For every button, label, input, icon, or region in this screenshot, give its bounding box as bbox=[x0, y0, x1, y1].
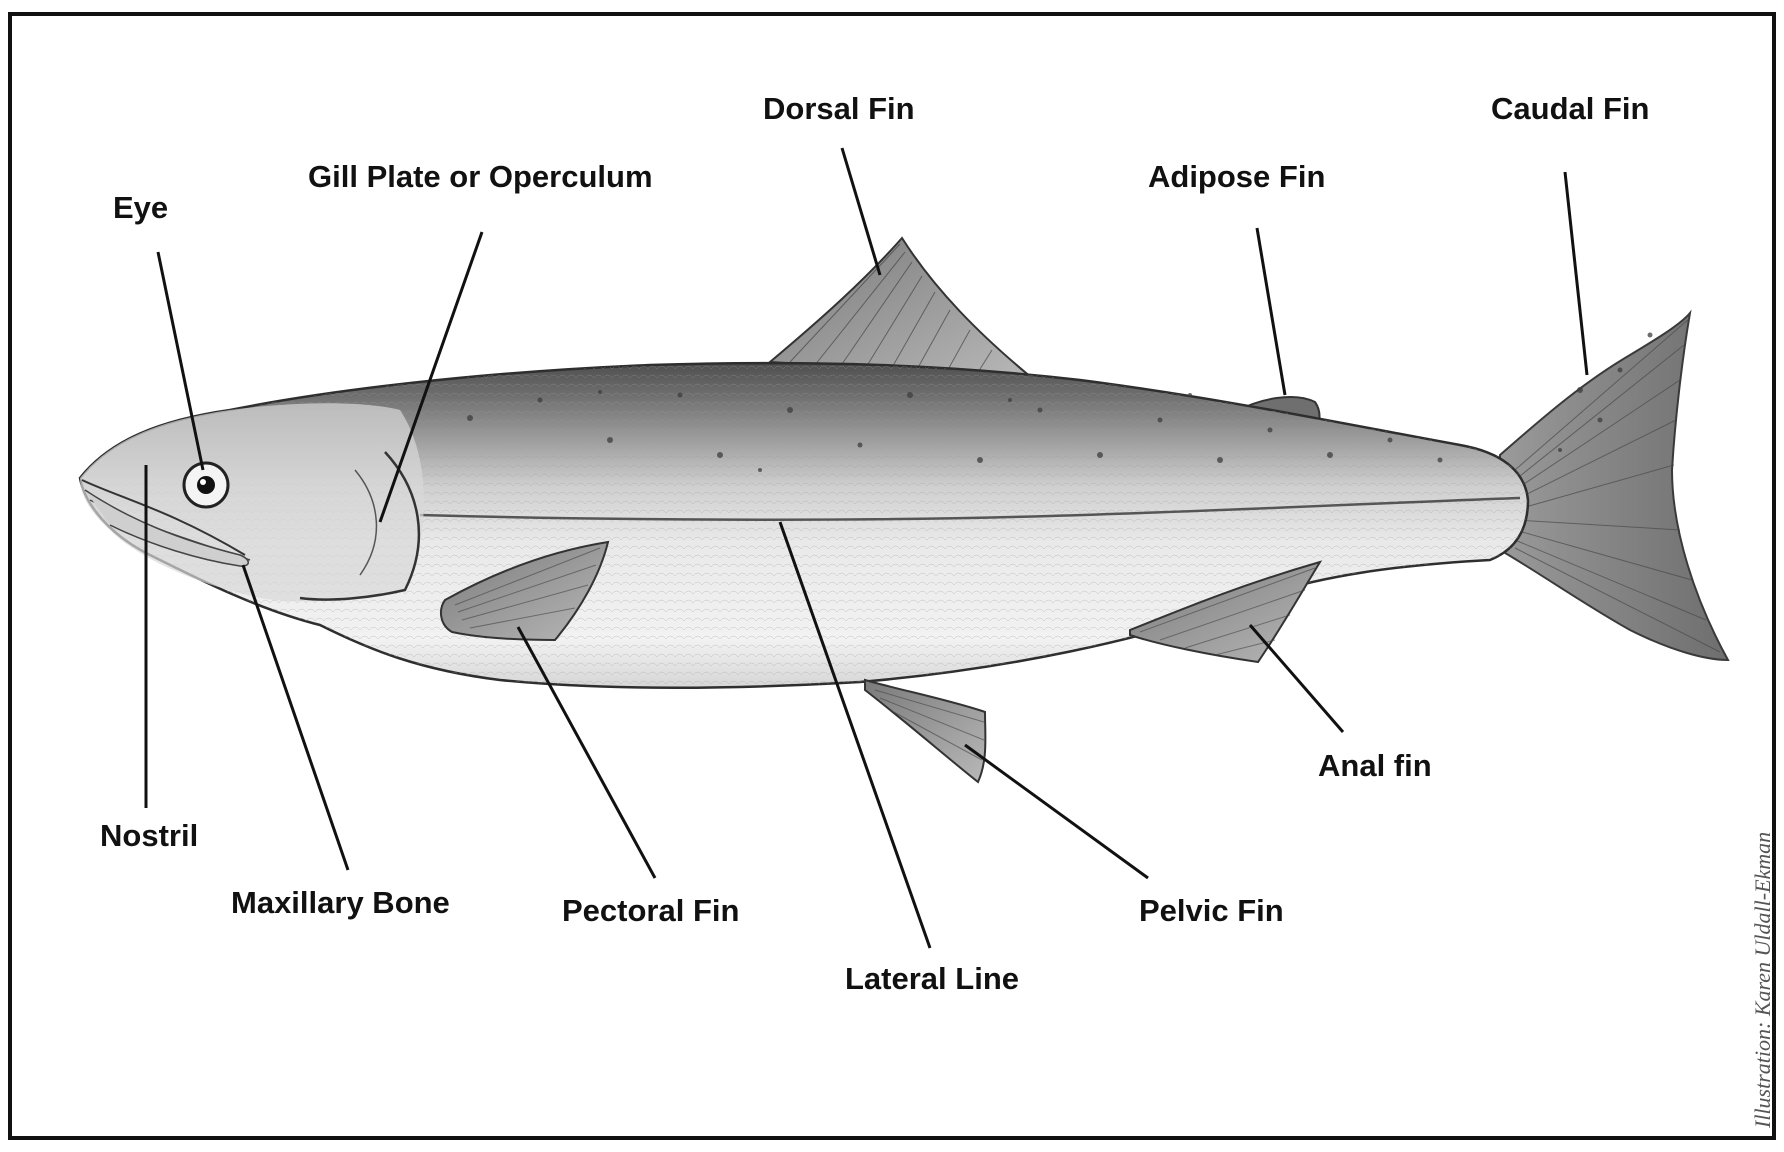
eye-shape bbox=[184, 463, 228, 507]
label-maxillary-bone: Maxillary Bone bbox=[231, 887, 450, 918]
label-adipose-fin: Adipose Fin bbox=[1148, 161, 1325, 192]
illustration-credit: Illustration: Karen Uldall-Ekman bbox=[1750, 832, 1776, 1128]
label-pectoral-fin: Pectoral Fin bbox=[562, 895, 739, 926]
leader-caudal-fin bbox=[1565, 172, 1587, 375]
dorsal-fin-shape bbox=[770, 238, 1032, 378]
label-nostril: Nostril bbox=[100, 820, 198, 851]
label-dorsal-fin: Dorsal Fin bbox=[763, 93, 915, 124]
pelvic-fin-shape bbox=[865, 680, 985, 782]
head-shape bbox=[80, 403, 424, 601]
label-eye: Eye bbox=[113, 192, 168, 223]
leader-adipose-fin bbox=[1257, 228, 1285, 395]
leader-dorsal-fin bbox=[842, 148, 880, 275]
leader-pelvic-fin bbox=[965, 745, 1148, 878]
label-anal-fin: Anal fin bbox=[1318, 750, 1432, 781]
label-caudal-fin: Caudal Fin bbox=[1491, 93, 1649, 124]
label-gill-plate: Gill Plate or Operculum bbox=[308, 161, 653, 192]
label-pelvic-fin: Pelvic Fin bbox=[1139, 895, 1284, 926]
leader-anal-fin bbox=[1250, 625, 1343, 732]
caudal-fin-shape bbox=[1500, 313, 1728, 660]
label-lateral-line: Lateral Line bbox=[845, 963, 1019, 994]
